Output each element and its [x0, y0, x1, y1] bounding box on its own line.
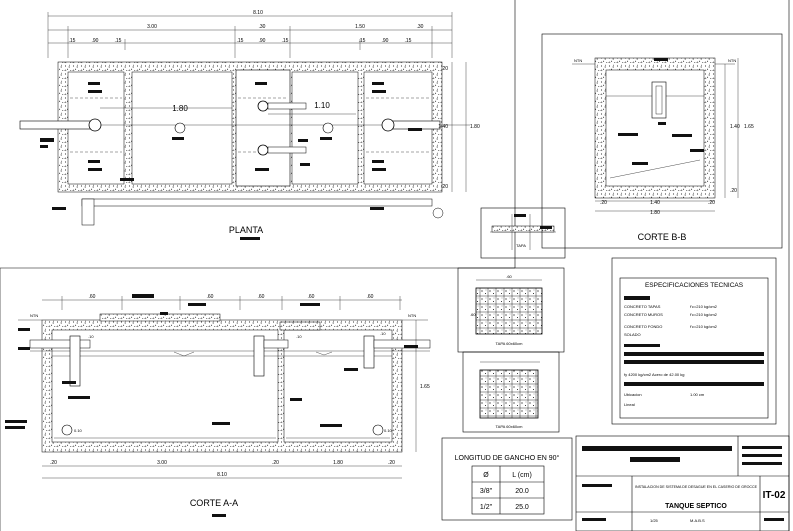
- aa-top-dim: .60: [308, 294, 315, 300]
- plan-title: PLANTA: [229, 225, 263, 235]
- spec-row-value: f'c=210 kg/cm2: [690, 304, 718, 309]
- spec-steel-note: fy 4200 kg/cm2 Acero de 42.00 kg: [624, 372, 684, 377]
- aa-misc-dim: .10: [296, 334, 302, 339]
- aa-height-dim: 1.65: [420, 384, 430, 390]
- lid-label-1: TAPA 60x60cm: [496, 341, 524, 346]
- aa-misc-dim: 0.10: [74, 428, 83, 433]
- bb-right-dim: 1.65: [744, 124, 754, 130]
- plan-sub-dim: .15: [405, 38, 412, 44]
- aa-bottom-dim: 3.00: [157, 460, 167, 466]
- lid-side-dim: .60: [470, 312, 476, 317]
- bb-dim: 1.40: [650, 200, 660, 206]
- plan-sub-dim: .90: [92, 38, 99, 44]
- spec-row-value: f'c=210 kg/cm2: [690, 324, 718, 329]
- aa-misc-dim: .10: [380, 331, 386, 336]
- aa-bottom-dim: .20: [388, 460, 395, 466]
- plan-sub-dim: .90: [259, 38, 266, 44]
- spec-row-label: CONCRETO MUROS: [624, 312, 663, 317]
- hook-table-title: LONGITUD DE GANCHO EN 90°: [455, 454, 560, 462]
- hook-header-length: L (cm): [512, 472, 532, 479]
- aa-bottom-dim: .20: [50, 460, 57, 466]
- specs-panel: ESPECIFICACIONES TECNICAS CONCRETO TAPAS…: [611, 257, 777, 425]
- plan-dim-c: 1.50: [355, 24, 365, 30]
- project-name: INSTALACION DE SISTEMA DE DESAGUE EN EL …: [635, 485, 758, 489]
- plan-chamber2-length: 1.10: [314, 101, 330, 110]
- aa-bottom-dim: .20: [272, 460, 279, 466]
- aa-top-dim: .60: [89, 294, 96, 300]
- plan-dim-d: .30: [417, 24, 424, 30]
- specs-title: ESPECIFICACIONES TECNICAS: [645, 282, 744, 289]
- bb-dim: .20: [600, 200, 607, 206]
- plan-sub-dim: .15: [115, 38, 122, 44]
- plan-sub-dim: .15: [282, 38, 289, 44]
- spec-row-label: CONCRETO FONDO: [624, 324, 662, 329]
- section-aa: .60 .60 .60 .60 .60 .60 NTN NTN 0.10 0.: [5, 294, 431, 517]
- date-label: M.A.B.S: [690, 518, 705, 523]
- aa-top-dim: .60: [367, 294, 374, 300]
- aa-top-dim: .60: [258, 294, 265, 300]
- aa-bottom-dim: 1.80: [333, 460, 343, 466]
- plan-chamber1-length: 1.80: [172, 104, 188, 113]
- spec-extra: Lineal: [624, 402, 635, 407]
- plan-right-dim: .20: [441, 184, 448, 190]
- hook-header-diameter: Ø: [483, 472, 489, 479]
- hook-row-diameter: 3/8": [480, 488, 493, 495]
- bb-dim: 1.80: [650, 210, 660, 216]
- plan-dim-b: .30: [259, 24, 266, 30]
- spec-row-label: SOLADO: [624, 332, 641, 337]
- section-bb: NTN NTN .20 1.40 .20 1.80 1.40 1.65 .20 …: [541, 33, 783, 249]
- aa-top-dim: .60: [207, 294, 214, 300]
- spec-row-value: f'c=210 kg/cm2: [690, 312, 718, 317]
- plan-dim-a: 3.00: [147, 24, 157, 30]
- spec-extra: Ubicacion: [624, 392, 642, 397]
- sheet-code: IT-02: [763, 490, 786, 501]
- aa-npt-left: NTN: [30, 313, 38, 318]
- aa-npt-right: NTN: [408, 313, 416, 318]
- hook-row-diameter: 1/2": [480, 504, 493, 511]
- spec-extra: 1.00 cm: [690, 392, 705, 397]
- bb-right-dim: 1.40: [730, 124, 740, 130]
- bb-npt-left: NTN: [574, 58, 582, 63]
- lid-top-dim: .60: [506, 274, 512, 279]
- tapa-detail-label: TAPA: [516, 243, 526, 248]
- plan-sub-dim: .15: [69, 38, 76, 44]
- plan-right-dim: 1.80: [470, 124, 480, 130]
- bb-right-dim: .20: [730, 188, 737, 194]
- plan-total-dim: 8.10: [253, 10, 263, 16]
- hook-row-length: 20.0: [515, 488, 529, 495]
- drawing-name: TANQUE SEPTICO: [665, 503, 727, 510]
- plan-sub-dim: .15: [359, 38, 366, 44]
- section-bb-title: CORTE B-B: [638, 232, 687, 242]
- aa-misc-dim: .10: [88, 334, 94, 339]
- plan-sub-dim: .90: [382, 38, 389, 44]
- spec-row-label: CONCRETO TAPAS: [624, 304, 661, 309]
- aa-total-dim: 8.10: [217, 472, 227, 478]
- lid-label-2: TAPA 60x60cm: [496, 424, 524, 429]
- plan-right-dim: .20: [441, 66, 448, 72]
- aa-misc-dim: 0.10: [384, 428, 393, 433]
- lid-details: .60 .60 TAPA 60x60cm TAPA 60x60cm: [457, 267, 565, 433]
- hook-table: LONGITUD DE GANCHO EN 90° Ø L (cm) 3/8" …: [441, 437, 573, 521]
- bb-dim: .20: [708, 200, 715, 206]
- scale-label: 1/25: [650, 518, 659, 523]
- bb-redacted-labels: [618, 58, 704, 165]
- bb-npt-right: NTN: [728, 58, 736, 63]
- plan-sub-dim: .15: [237, 38, 244, 44]
- aa-redacted-labels: [5, 294, 418, 517]
- section-aa-title: CORTE A-A: [190, 498, 238, 508]
- hook-row-length: 25.0: [515, 504, 529, 511]
- title-block: INSTALACION DE SISTEMA DE DESAGUE EN EL …: [575, 435, 790, 531]
- plan-right-dim: 1.40: [438, 124, 448, 130]
- plan-redacted-labels: [40, 82, 422, 240]
- tapa-detail: TAPA: [480, 207, 566, 259]
- plan-view: 8.10 3.00 .30 1.50 .30 .15 .90 .15 .15 .…: [19, 10, 480, 240]
